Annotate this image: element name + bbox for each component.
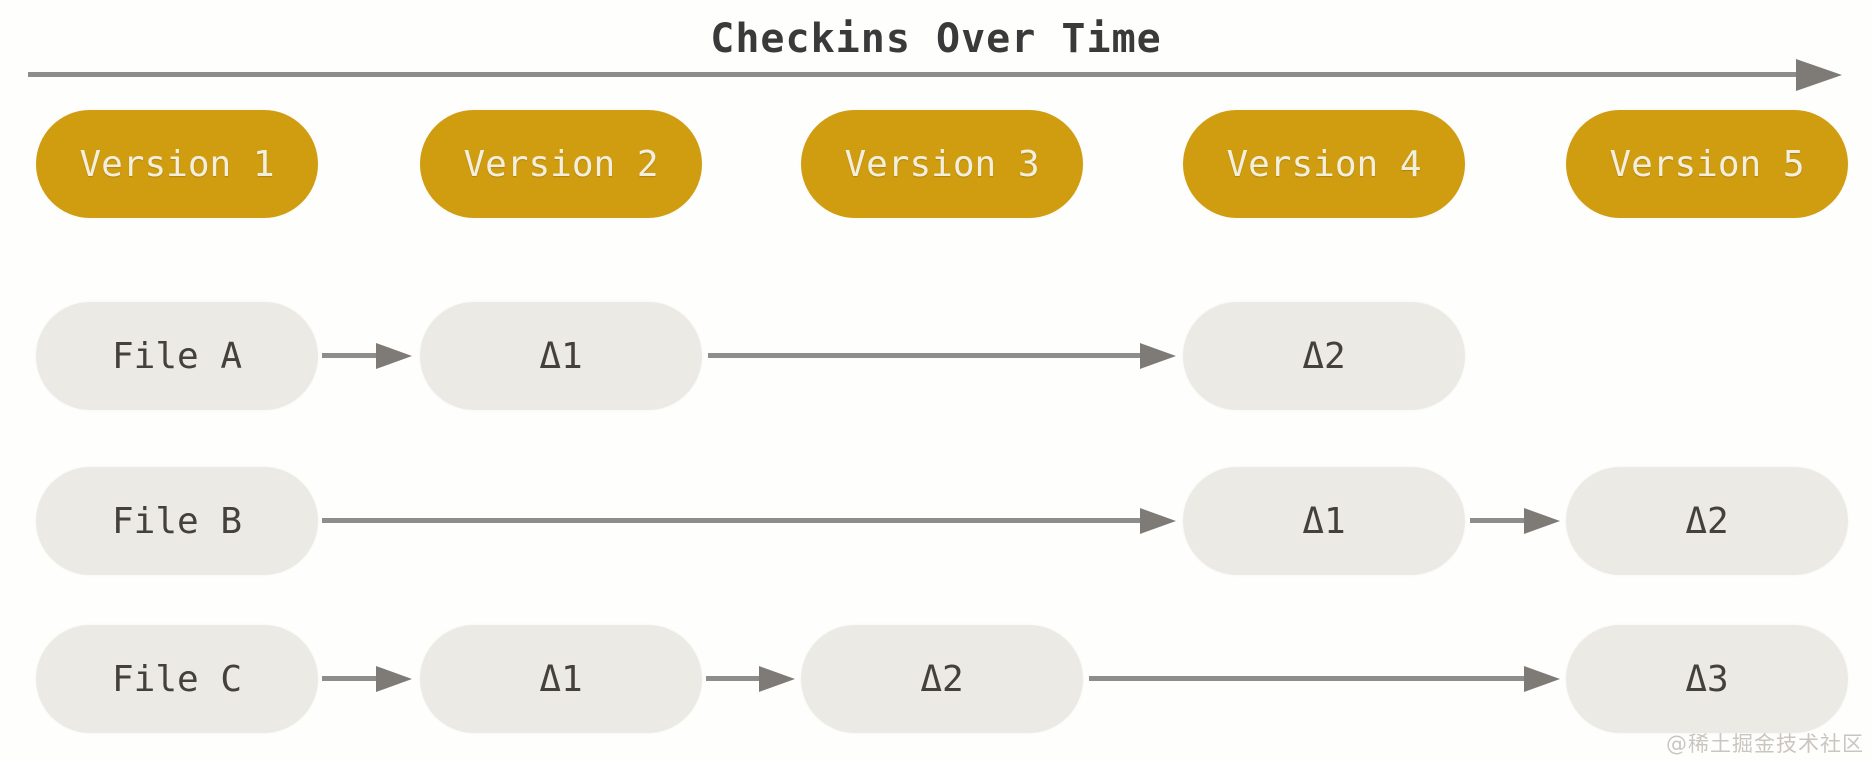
version-1-pill: Version 1 [36, 110, 318, 218]
version-3-pill: Version 3 [801, 110, 1083, 218]
watermark-text: @稀土掘金技术社区 [1666, 732, 1864, 756]
version-4-pill: Version 4 [1183, 110, 1465, 218]
diagram-title: Checkins Over Time [710, 16, 1162, 62]
arrow-file-c-delta2-to-delta3 [1089, 676, 1524, 681]
file-a-pill: File A [36, 302, 318, 410]
file-c-pill: File C [36, 625, 318, 733]
arrow-file-c-to-delta1 [322, 676, 376, 681]
arrow-file-a-to-delta1 [322, 353, 376, 358]
arrow-file-c-delta1-to-delta2 [706, 676, 759, 681]
file-b-pill: File B [36, 467, 318, 575]
file-b-delta2-pill: Δ2 [1566, 467, 1848, 575]
file-c-delta2-pill: Δ2 [801, 625, 1083, 733]
file-c-delta1-pill: Δ1 [420, 625, 702, 733]
file-b-delta1-pill: Δ1 [1183, 467, 1465, 575]
arrow-file-a-delta1-to-delta2 [708, 353, 1140, 358]
file-c-delta3-pill: Δ3 [1566, 625, 1848, 733]
file-a-delta1-pill: Δ1 [420, 302, 702, 410]
version-2-pill: Version 2 [420, 110, 702, 218]
arrow-file-b-delta1-to-delta2 [1470, 518, 1524, 523]
arrow-file-b-to-delta1 [322, 518, 1140, 523]
version-5-pill: Version 5 [1566, 110, 1848, 218]
timeline-arrow [28, 72, 1796, 77]
file-a-delta2-pill: Δ2 [1183, 302, 1465, 410]
